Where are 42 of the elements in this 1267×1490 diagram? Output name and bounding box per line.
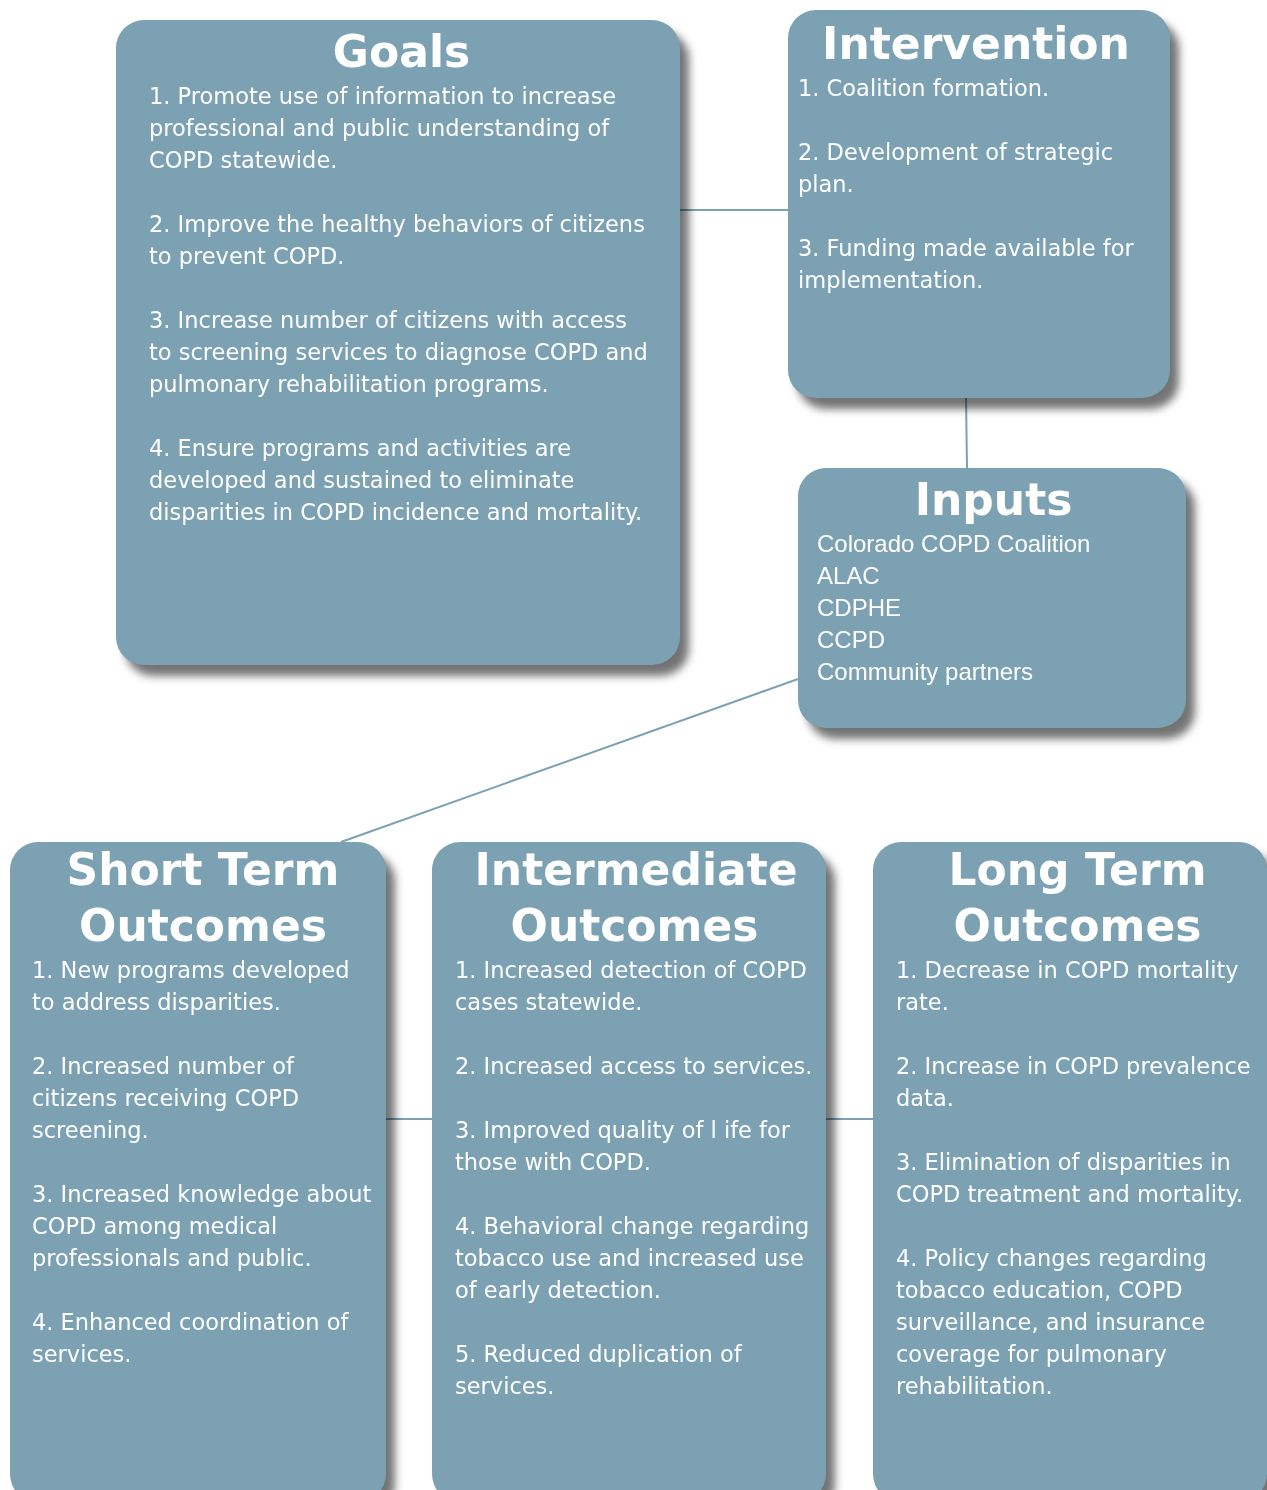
list-item: 3. Funding made available for implementation. xyxy=(798,234,1135,295)
connector-line xyxy=(679,209,789,211)
list-item: 1. Increased detection of COPD cases statewide. xyxy=(455,956,808,1017)
list-item: 1. Coalition formation. xyxy=(798,74,1051,103)
list-item: 1. Promote use of information to increase professional and public understanding of COPD statewide. xyxy=(149,82,618,175)
outcomes-card xyxy=(432,842,826,1490)
connector-line xyxy=(340,678,799,843)
partner-name: CCPD xyxy=(817,625,886,655)
partner-name: Colorado COPD Coalition xyxy=(817,529,1092,559)
list-item: 2. Improve the healthy behaviors of citizens to prevent COPD. xyxy=(149,210,646,271)
outcomes-card xyxy=(10,842,386,1490)
list-item: 2. Increased access to services. xyxy=(455,1052,814,1081)
card-heading: Goals xyxy=(331,25,472,79)
list-item: 5. Reduced duplication of services. xyxy=(455,1340,743,1401)
partner-name: Community partners xyxy=(817,657,1035,687)
intervention-card xyxy=(788,10,1170,398)
list-item: 4. Ensure programs and activities are developed and sustained to eliminate disparities in COPD incidence and mortality. xyxy=(149,434,644,527)
partner-name: ALAC xyxy=(817,561,881,591)
list-item: 4. Policy changes regarding tobacco education, COPD surveillance, and insurance coverage for pulmonary rehabilitation. xyxy=(896,1244,1208,1401)
connector-line xyxy=(965,397,968,469)
partner-name: CDPHE xyxy=(817,593,902,623)
card-heading: Long Term Outcomes xyxy=(947,843,1208,953)
list-item: 1. New programs developed to address disparities. xyxy=(32,956,351,1017)
list-item: 2. Increase in COPD prevalence data. xyxy=(896,1052,1252,1113)
list-item: 2. Development of strategic plan. xyxy=(798,138,1115,199)
card-heading: Inputs xyxy=(913,473,1074,527)
list-item: 3. Improved quality of l ife for those with COPD. xyxy=(455,1116,792,1177)
connector-line xyxy=(385,1118,433,1120)
list-item: 3. Elimination of disparities in COPD treatment and mortality. xyxy=(896,1148,1245,1209)
list-item: 3. Increased knowledge about COPD among medical professionals and public. xyxy=(32,1180,373,1273)
inputs-card xyxy=(798,468,1186,728)
connector-line xyxy=(825,1118,874,1120)
list-item: 4. Enhanced coordination of services. xyxy=(32,1308,350,1369)
goals-card xyxy=(116,20,680,665)
list-item: 2. Increased number of citizens receiving COPD screening. xyxy=(32,1052,301,1145)
list-item: 3. Increase number of citizens with access to screening services to diagnose COPD and pulmonary rehabilitation programs. xyxy=(149,306,649,399)
card-heading: Short Term Outcomes xyxy=(65,843,341,953)
card-heading: Intervention xyxy=(821,17,1131,71)
outcomes-card xyxy=(873,842,1267,1490)
list-item: 1. Decrease in COPD mortality rate. xyxy=(896,956,1240,1017)
list-item: 4. Behavioral change regarding tobacco use and increased use of early detection. xyxy=(455,1212,811,1305)
card-heading: Intermediate Outcomes xyxy=(474,843,795,953)
